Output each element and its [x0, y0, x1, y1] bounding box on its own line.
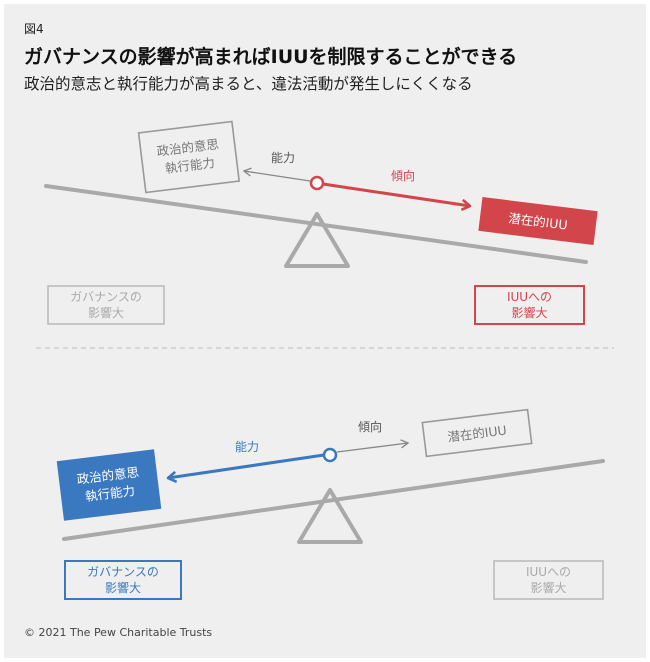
top-capacity-arrow-label: 能力	[271, 151, 295, 165]
bottom-capacity-arrow-label: 能力	[235, 440, 259, 454]
bottom-capacity-box-line2: 執行能力	[84, 483, 135, 504]
bottom-iuu-impact-label-box: IUUへの 影響大	[493, 560, 604, 600]
top-pivot-dot	[309, 175, 325, 191]
top-iuu-impact-line1: IUUへの	[507, 290, 552, 304]
top-capacity-box-line2: 執行能力	[164, 155, 215, 176]
top-capacity-box: 政治的意思 執行能力	[137, 120, 241, 194]
top-iuu-impact-label-box: IUUへの 影響大	[474, 285, 585, 325]
top-capacity-arrow	[242, 167, 311, 182]
bottom-iuu-impact-line1: IUUへの	[526, 565, 571, 579]
top-tendency-arrow	[322, 182, 470, 206]
bottom-governance-label-box: ガバナンスの 影響大	[64, 560, 182, 600]
bottom-iuu-box: 潜在的IUU	[421, 408, 533, 458]
top-iuu-box-label: 潜在的IUU	[507, 210, 568, 232]
bottom-governance-line2: 影響大	[105, 580, 141, 595]
top-tendency-arrow-label: 傾向	[391, 168, 415, 183]
top-seesaw: 政治的意思 執行能力 能力 傾向 潜在的IUU ガバナンスの 影響大 IUUへの…	[44, 120, 598, 325]
top-iuu-impact-line2: 影響大	[511, 305, 547, 320]
figure-title: ガバナンスの影響が高まればIUUを制限することができる	[24, 46, 518, 68]
bottom-seesaw: 傾向 能力 潜在的IUU 政治的意思 執行能力 ガバナンスの 影響大 IUUへの…	[56, 408, 605, 600]
top-iuu-box: 潜在的IUU	[478, 197, 598, 245]
figure-subtitle: 政治的意志と執行能力が高まると、違法活動が発生しにくくなる	[24, 75, 473, 93]
bottom-fulcrum	[297, 488, 363, 544]
bottom-governance-line1: ガバナンスの	[87, 565, 159, 579]
bottom-iuu-box-label: 潜在的IUU	[447, 422, 508, 444]
bottom-capacity-box: 政治的意思 執行能力	[56, 449, 162, 521]
top-fulcrum	[284, 212, 350, 268]
bottom-pivot-dot	[322, 447, 338, 463]
top-governance-line2: 影響大	[88, 305, 124, 320]
top-beam	[44, 184, 588, 264]
bottom-iuu-impact-line2: 影響大	[530, 580, 566, 595]
top-governance-label-box: ガバナンスの 影響大	[47, 285, 165, 325]
figure-panel	[4, 4, 646, 658]
bottom-beam	[62, 459, 605, 541]
bottom-tendency-arrow	[336, 439, 410, 453]
bottom-tendency-arrow-label: 傾向	[358, 419, 382, 434]
bottom-capacity-arrow	[168, 453, 325, 478]
figure-label: 図4	[24, 22, 44, 36]
top-governance-line1: ガバナンスの	[70, 290, 142, 304]
copyright-footer: © 2021 The Pew Charitable Trusts	[24, 626, 213, 639]
